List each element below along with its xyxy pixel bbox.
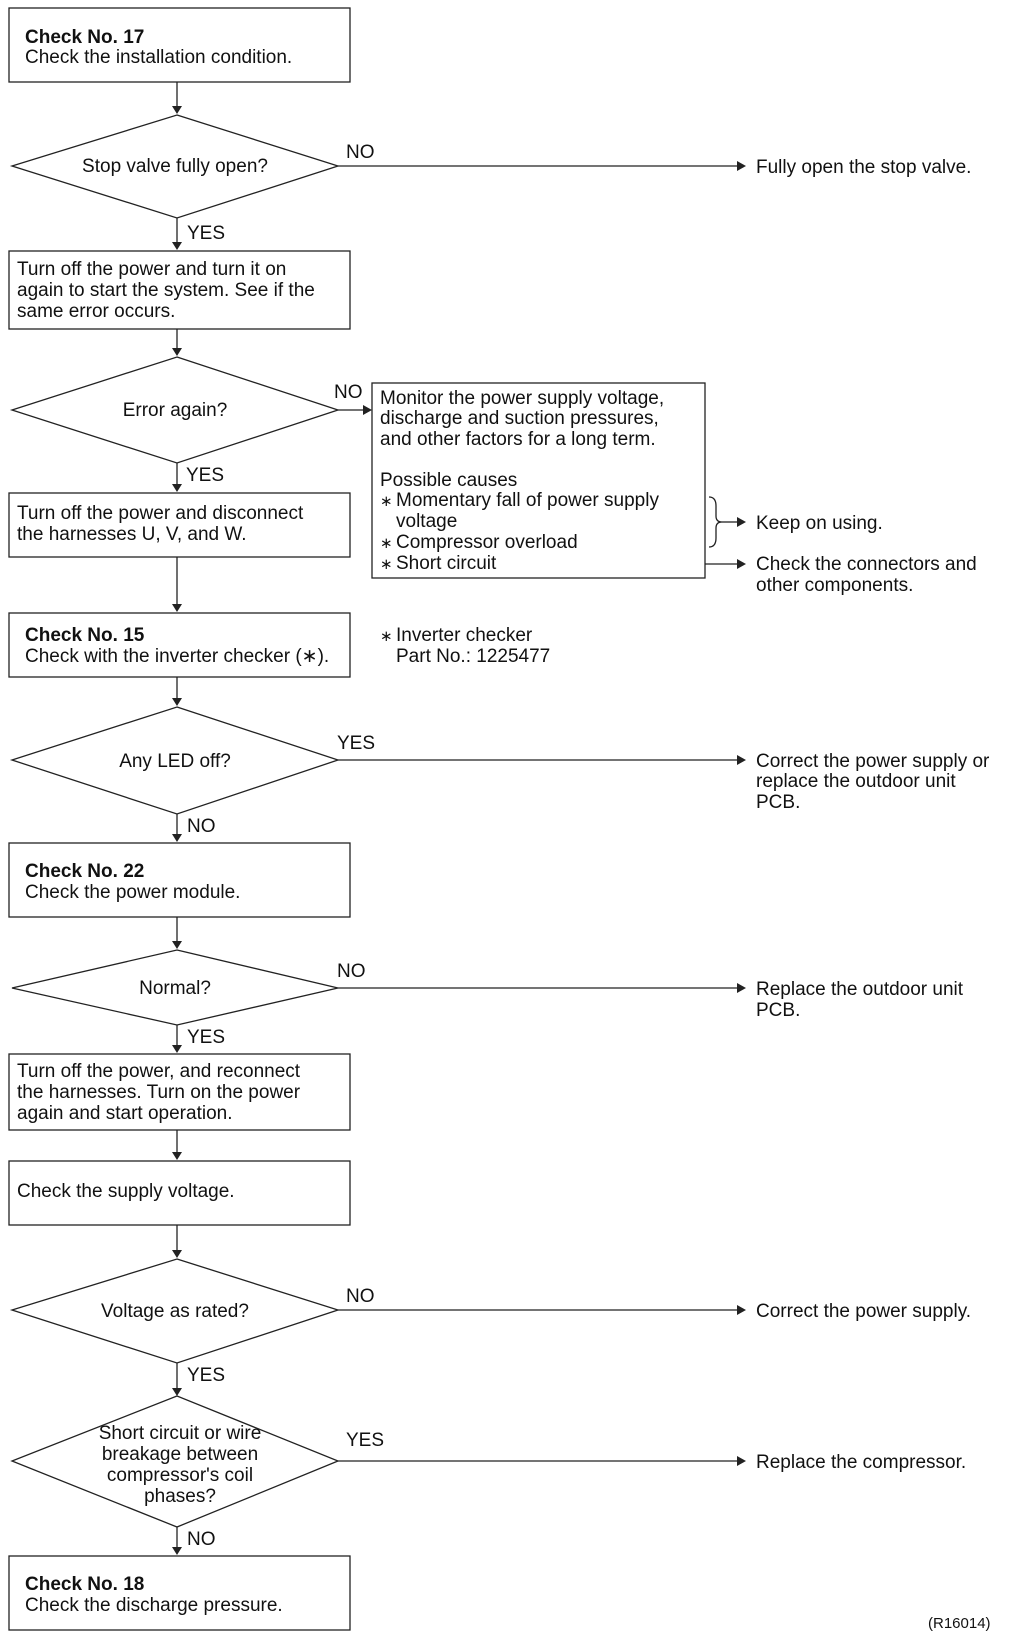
stop-valve-yes-label: YES (187, 223, 225, 244)
check18-text: Check the discharge pressure. (25, 1595, 283, 1616)
normal-yes-label: YES (187, 1027, 225, 1048)
arrow-head (172, 1250, 182, 1258)
causes-brace (708, 496, 723, 548)
stop-valve-no-result: Fully open the stop valve. (756, 157, 971, 178)
led-no-label: NO (187, 816, 216, 837)
check22-title: Check No. 22 (25, 861, 144, 882)
check22-box (8, 842, 351, 918)
arrow-head (172, 1388, 182, 1396)
cause-1-line-1: Momentary fall of power supply (396, 490, 659, 511)
cause-3-line-1: Short circuit (396, 553, 497, 574)
led-question: Any LED off? (119, 751, 231, 772)
reconnect-line-1: Turn off the power, and reconnect (17, 1061, 301, 1082)
inverter-note-bullet: ∗ (380, 628, 393, 645)
arrow-head (737, 517, 746, 527)
short-yes-label: YES (346, 1430, 384, 1451)
reconnect-box (8, 1053, 351, 1131)
inverter-note-line-1: Inverter checker (396, 625, 533, 646)
check17-title: Check No. 17 (25, 27, 144, 48)
arrow-head (737, 755, 746, 765)
disconnect-box (8, 492, 351, 558)
arrow-head (172, 348, 182, 356)
short-question-line-4: phases? (144, 1486, 216, 1507)
stop-valve-no-label: NO (346, 142, 375, 163)
short-question-line-1: Short circuit or wire (99, 1423, 262, 1444)
check-connectors-line-2: other components. (756, 575, 913, 596)
cause-3-bullet: ∗ (380, 556, 393, 573)
arrow-head (737, 983, 746, 993)
short-question-line-3: compressor's coil (107, 1465, 253, 1486)
check17-text: Check the installation condition. (25, 47, 292, 68)
check15-text: Check with the inverter checker (∗). (25, 646, 329, 667)
arrow-head (172, 604, 182, 612)
check18-title: Check No. 18 (25, 1574, 144, 1595)
check22-text: Check the power module. (25, 882, 240, 903)
restart-line-1: Turn off the power and turn it on (17, 259, 286, 280)
arrow-head (172, 106, 182, 114)
check15-title: Check No. 15 (25, 625, 145, 646)
monitor-line-3: and other factors for a long term. (380, 429, 656, 450)
voltage-question: Voltage as rated? (101, 1301, 249, 1322)
arrow-head (363, 405, 372, 415)
keep-on-using: Keep on using. (756, 513, 883, 534)
monitor-line-2: discharge and suction pressures, (380, 408, 659, 429)
check15-box (8, 612, 351, 678)
disconnect-line-2: the harnesses U, V, and W. (17, 524, 247, 545)
voltage-no-result: Correct the power supply. (756, 1301, 971, 1322)
monitor-box (371, 382, 706, 579)
arrow-head (172, 698, 182, 706)
led-yes-result-line-3: PCB. (756, 792, 800, 813)
normal-question: Normal? (139, 978, 211, 999)
supply-text: Check the supply voltage. (17, 1181, 235, 1202)
cause-1-line-2: voltage (396, 511, 457, 532)
cause-1-bullet: ∗ (380, 493, 393, 510)
disconnect-line-1: Turn off the power and disconnect (17, 503, 304, 524)
reconnect-line-2: the harnesses. Turn on the power (17, 1082, 301, 1103)
error-again-no-label: NO (334, 382, 363, 403)
led-yes-result-line-1: Correct the power supply or (756, 751, 990, 772)
possible-causes-title: Possible causes (380, 470, 517, 491)
arrow-head (737, 1305, 746, 1315)
arrow-head (172, 1045, 182, 1053)
arrow-head (172, 941, 182, 949)
restart-box (8, 250, 351, 330)
inverter-note-line-2: Part No.: 1225477 (396, 646, 550, 667)
error-again-question: Error again? (123, 400, 228, 421)
arrow-head (172, 1152, 182, 1160)
arrow-head (172, 1547, 182, 1555)
check17-box (8, 7, 351, 83)
restart-line-3: same error occurs. (17, 301, 175, 322)
voltage-yes-label: YES (187, 1365, 225, 1386)
cause-2-line-1: Compressor overload (396, 532, 578, 553)
arrow-head (172, 242, 182, 250)
led-yes-result-line-2: replace the outdoor unit (756, 771, 956, 792)
monitor-line-1: Monitor the power supply voltage, (380, 388, 664, 409)
short-question-line-2: breakage between (102, 1444, 258, 1465)
normal-no-result-line-2: PCB. (756, 1000, 800, 1021)
arrow-head (737, 1456, 746, 1466)
stop-valve-question: Stop valve fully open? (82, 156, 268, 177)
led-yes-label: YES (337, 733, 375, 754)
restart-line-2: again to start the system. See if the (17, 280, 315, 301)
supply-box (8, 1160, 351, 1226)
short-no-label: NO (187, 1529, 216, 1550)
check18-box (8, 1555, 351, 1631)
normal-no-result-line-1: Replace the outdoor unit (756, 979, 964, 1000)
error-again-yes-label: YES (186, 465, 224, 486)
arrow-head (737, 161, 746, 171)
cause-2-bullet: ∗ (380, 535, 393, 552)
normal-no-label: NO (337, 961, 366, 982)
arrow-head (172, 484, 182, 492)
reconnect-line-3: again and start operation. (17, 1103, 233, 1124)
arrow-head (172, 834, 182, 842)
arrow-head (737, 559, 746, 569)
figure-reference: (R16014) (928, 1615, 991, 1632)
voltage-no-label: NO (346, 1286, 375, 1307)
short-yes-result: Replace the compressor. (756, 1452, 966, 1473)
check-connectors-line-1: Check the connectors and (756, 554, 977, 575)
